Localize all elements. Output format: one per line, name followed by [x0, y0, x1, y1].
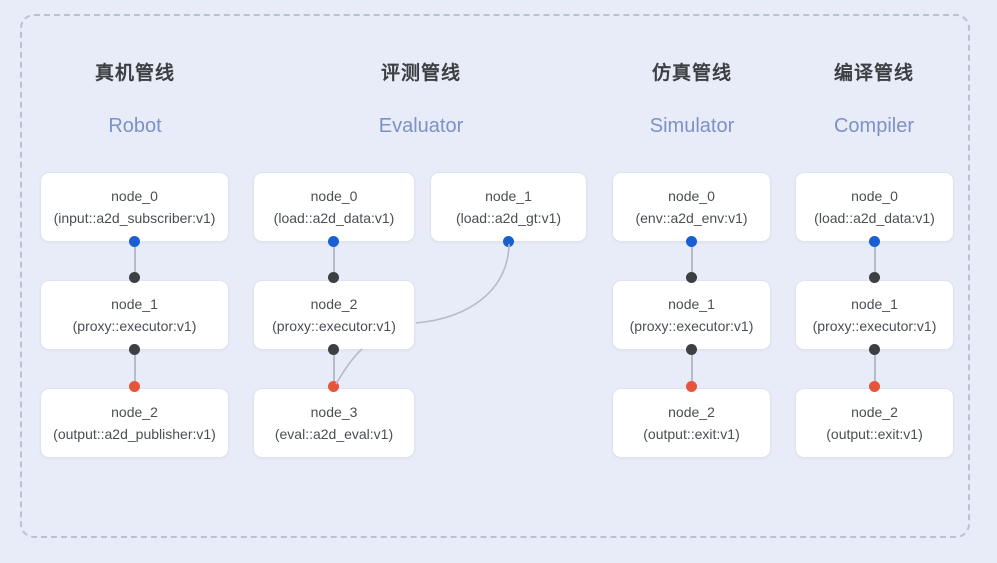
- node-subtitle: (proxy::executor:v1): [812, 318, 937, 334]
- node-title: node_2: [310, 296, 358, 312]
- port-output-dot[interactable]: [328, 344, 339, 355]
- node-subtitle: (proxy::executor:v1): [629, 318, 754, 334]
- node-simulator-0[interactable]: node_0 (env::a2d_env:v1): [612, 172, 771, 242]
- node-title: node_1: [485, 188, 532, 204]
- node-simulator-1[interactable]: node_1 (proxy::executor:v1): [612, 280, 771, 350]
- node-title: node_3: [310, 404, 358, 420]
- node-robot-1[interactable]: node_1 (proxy::executor:v1): [40, 280, 229, 350]
- node-subtitle: (output::exit:v1): [643, 426, 740, 442]
- node-simulator-2[interactable]: node_2 (output::exit:v1): [612, 388, 771, 458]
- node-title: node_2: [111, 404, 158, 420]
- node-evaluator-gt[interactable]: node_1 (load::a2d_gt:v1): [430, 172, 587, 242]
- node-subtitle: (proxy::executor:v1): [272, 318, 396, 334]
- port-input-dot[interactable]: [686, 381, 697, 392]
- edge-eval-0-2: [333, 242, 335, 278]
- node-robot-2[interactable]: node_2 (output::a2d_publisher:v1): [40, 388, 229, 458]
- node-subtitle: (output::a2d_publisher:v1): [53, 426, 216, 442]
- node-title: node_1: [851, 296, 898, 312]
- column-header-en: Compiler: [833, 115, 915, 137]
- node-title: node_2: [668, 404, 715, 420]
- port-input-dot[interactable]: [328, 272, 339, 283]
- column-header-evaluator: 评测管线 Evaluator: [326, 62, 516, 138]
- port-output-dot[interactable]: [869, 344, 880, 355]
- node-compiler-1[interactable]: node_1 (proxy::executor:v1): [795, 280, 954, 350]
- node-evaluator-3[interactable]: node_3 (eval::a2d_eval:v1): [253, 388, 415, 458]
- node-subtitle: (load::a2d_data:v1): [273, 210, 395, 226]
- column-header-robot: 真机管线 Robot: [40, 62, 230, 138]
- column-header-cn: 真机管线: [94, 63, 175, 84]
- node-subtitle: (output::exit:v1): [826, 426, 923, 442]
- node-compiler-2[interactable]: node_2 (output::exit:v1): [795, 388, 954, 458]
- edge-sim-1-2: [691, 350, 693, 386]
- port-output-dot[interactable]: [869, 236, 880, 247]
- node-title: node_1: [111, 296, 158, 312]
- port-output-dot[interactable]: [686, 236, 697, 247]
- column-header-cn: 仿真管线: [651, 63, 732, 84]
- node-subtitle: (load::a2d_data:v1): [814, 210, 935, 226]
- node-subtitle: (eval::a2d_eval:v1): [274, 426, 394, 442]
- node-compiler-0[interactable]: node_0 (load::a2d_data:v1): [795, 172, 954, 242]
- node-subtitle: (env::a2d_env:v1): [635, 210, 748, 226]
- node-title: node_0: [851, 188, 898, 204]
- edge-comp-1-2: [874, 350, 876, 386]
- edge-robot-1-2: [134, 350, 136, 386]
- node-subtitle: (proxy::executor:v1): [72, 318, 197, 334]
- port-output-dot[interactable]: [328, 236, 339, 247]
- column-header-en: Robot: [108, 115, 162, 137]
- node-title: node_0: [668, 188, 715, 204]
- node-evaluator-0[interactable]: node_0 (load::a2d_data:v1): [253, 172, 415, 242]
- edge-eval-2-3: [333, 350, 335, 386]
- node-subtitle: (input::a2d_subscriber:v1): [53, 210, 216, 226]
- column-header-compiler: 编译管线 Compiler: [779, 62, 969, 138]
- port-input-dot[interactable]: [869, 381, 880, 392]
- port-output-dot[interactable]: [129, 236, 140, 247]
- column-header-en: Simulator: [649, 115, 735, 137]
- port-input-dot[interactable]: [686, 272, 697, 283]
- column-header-cn: 编译管线: [833, 63, 914, 84]
- port-input-dot[interactable]: [129, 381, 140, 392]
- node-subtitle: (load::a2d_gt:v1): [455, 210, 562, 226]
- node-title: node_1: [668, 296, 715, 312]
- node-title: node_0: [111, 188, 158, 204]
- edge-comp-0-1: [874, 242, 876, 278]
- port-input-dot[interactable]: [869, 272, 880, 283]
- port-output-dot[interactable]: [686, 344, 697, 355]
- column-header-simulator: 仿真管线 Simulator: [597, 62, 787, 138]
- edge-sim-0-1: [691, 242, 693, 278]
- port-output-dot[interactable]: [503, 236, 514, 247]
- node-title: node_0: [310, 188, 358, 204]
- node-title: node_2: [851, 404, 898, 420]
- port-input-dot[interactable]: [328, 381, 339, 392]
- port-input-dot[interactable]: [129, 272, 140, 283]
- node-robot-0[interactable]: node_0 (input::a2d_subscriber:v1): [40, 172, 229, 242]
- column-header-cn: 评测管线: [380, 63, 461, 84]
- pipeline-group-frame: [20, 14, 970, 538]
- column-header-en: Evaluator: [378, 115, 464, 137]
- node-evaluator-2[interactable]: node_2 (proxy::executor:v1): [253, 280, 415, 350]
- port-output-dot[interactable]: [129, 344, 140, 355]
- edge-robot-0-1: [134, 242, 136, 278]
